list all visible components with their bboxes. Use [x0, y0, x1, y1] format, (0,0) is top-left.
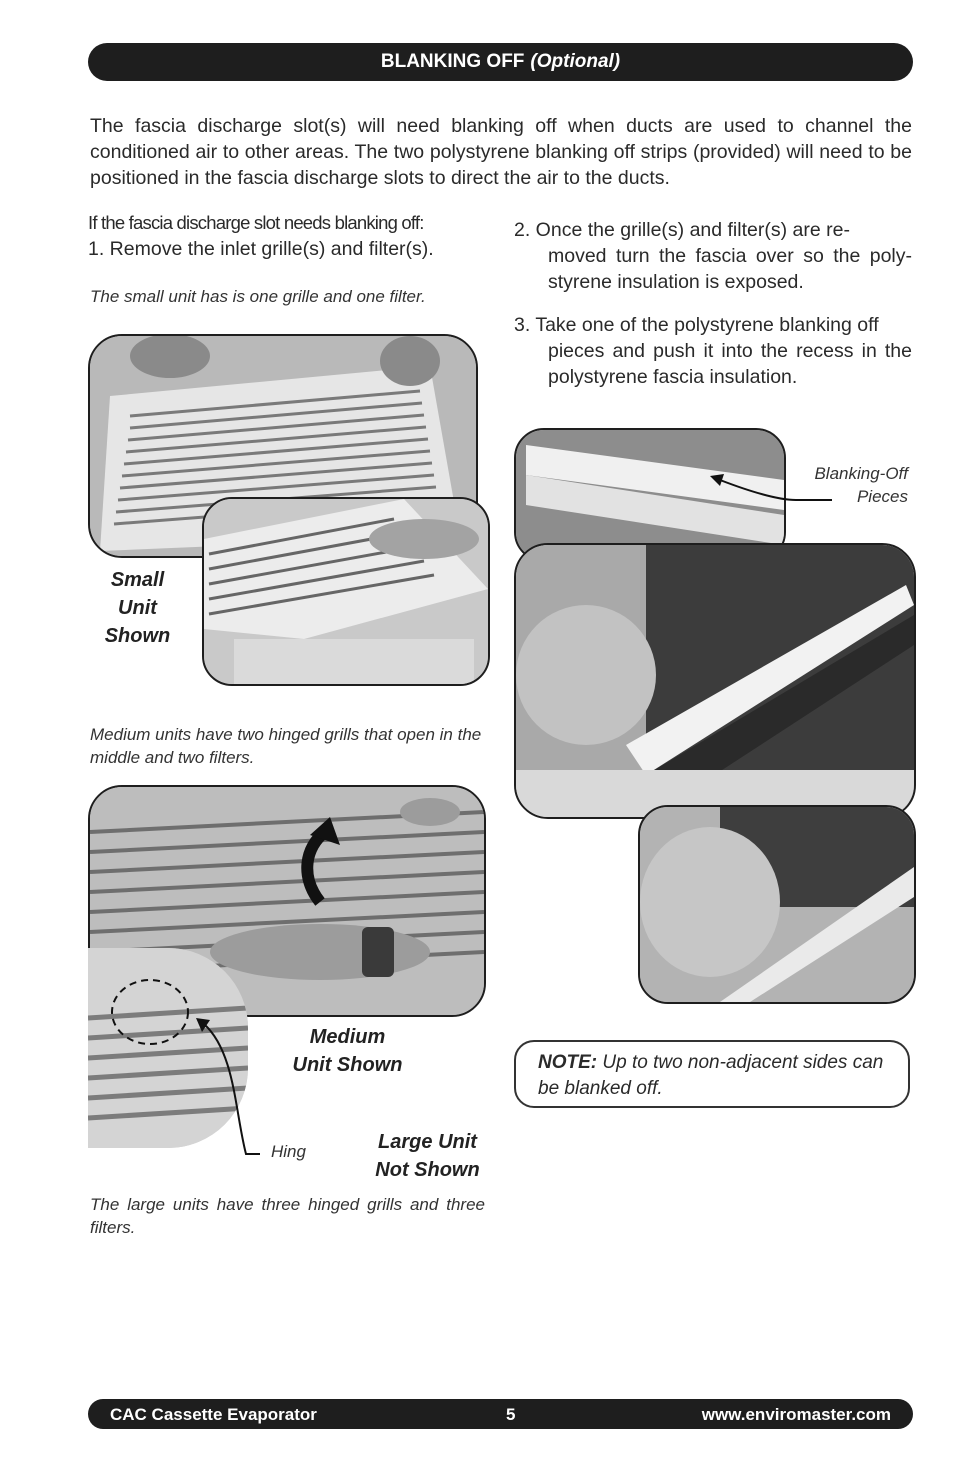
photo-press-piece — [638, 805, 916, 1004]
label-large-line2: Not Shown — [375, 1159, 480, 1181]
step-2-rest: moved turn the fascia over so the poly-s… — [548, 245, 912, 293]
step-2-first-line: 2. Once the grille(s) and filter(s) are … — [514, 219, 850, 241]
label-hinge: Hing — [271, 1142, 306, 1161]
caption-small-unit: The small unit has is one grille and one… — [90, 287, 426, 306]
step-3-rest: pieces and push it into the recess in th… — [548, 340, 912, 388]
step-3-first-line: 3. Take one of the polystyrene blanking … — [514, 314, 879, 336]
photo-insert-piece — [514, 543, 916, 819]
section-header: BLANKING OFF (Optional) — [88, 43, 913, 81]
section-subtitle: (Optional) — [530, 51, 621, 72]
lead-text: If the fascia discharge slot needs blank… — [88, 212, 424, 233]
label-medium-line1: Medium — [309, 1026, 386, 1048]
note-text: Up to two non-adjacent sides can be blan… — [538, 1052, 884, 1099]
label-large-unit: Large Unit Not Shown — [365, 1128, 490, 1184]
photo-blanking-pieces — [514, 428, 786, 562]
step-1: 1. Remove the inlet grille(s) and filter… — [88, 238, 434, 260]
footer-product: CAC Cassette Evaporator — [110, 1405, 317, 1424]
label-small-line1: Small — [110, 569, 165, 591]
label-pieces-line2: Pieces — [856, 487, 908, 506]
page-number: 5 — [506, 1405, 516, 1424]
label-medium-line2: Unit Shown — [292, 1054, 403, 1076]
step-3: 3. Take one of the polystyrene blanking … — [514, 312, 912, 390]
label-pieces-line1: Blanking-Off — [814, 464, 908, 483]
footer-website[interactable]: www.enviromaster.com — [701, 1405, 891, 1424]
label-small-unit: Small Unit Shown — [90, 566, 185, 650]
section-title: BLANKING OFF — [380, 51, 525, 72]
label-large-line1: Large Unit — [378, 1131, 477, 1153]
intro-paragraph: The fascia discharge slot(s) will need b… — [90, 115, 912, 189]
label-medium-unit: Medium Unit Shown — [285, 1023, 410, 1079]
note-label: NOTE: — [538, 1052, 598, 1073]
caption-large-unit: The large units have three hinged grills… — [90, 1195, 485, 1237]
pieces-arrow-icon — [710, 474, 832, 501]
step-2: 2. Once the grille(s) and filter(s) are … — [514, 217, 912, 295]
note-box: NOTE: Up to two non-adjacent sides can b… — [514, 1040, 910, 1108]
photo-small-filter — [202, 497, 490, 686]
label-small-line3: Shown — [104, 625, 171, 647]
label-small-line2: Unit — [118, 597, 157, 619]
label-blanking-pieces: Blanking-Off Pieces — [790, 462, 908, 508]
page-footer: CAC Cassette Evaporator 5 www.enviromast… — [88, 1399, 913, 1429]
hinge-arrow-icon — [196, 1018, 260, 1155]
caption-medium-unit: Medium units have two hinged grills that… — [90, 725, 482, 767]
photo-medium-grille — [88, 785, 486, 1017]
